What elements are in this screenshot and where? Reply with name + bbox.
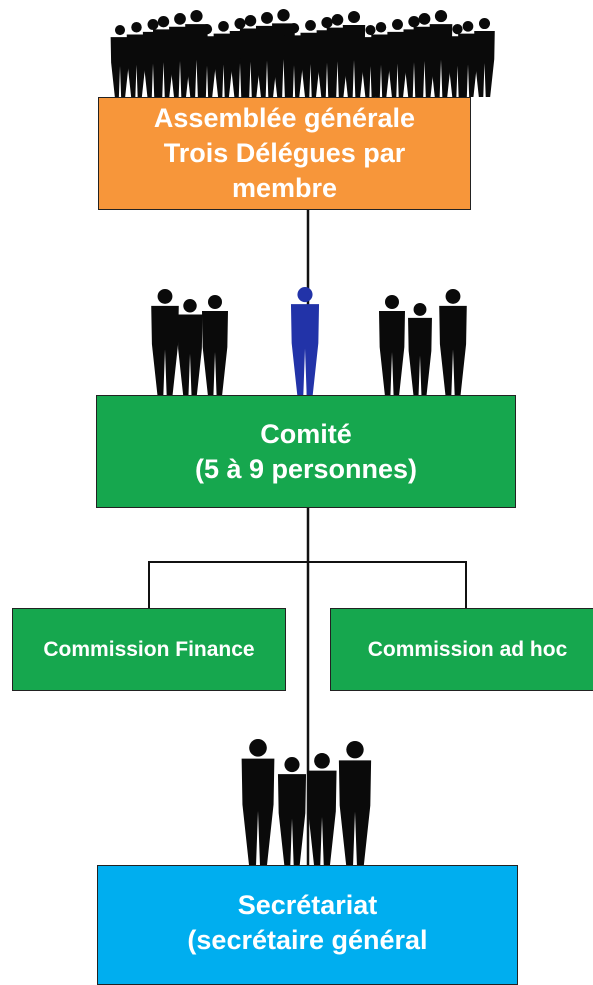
assembly-line3: membre: [231, 173, 338, 203]
commission-finance-label: Commission Finance: [43, 637, 255, 661]
committee-person: [151, 289, 179, 395]
crowd-person: [413, 12, 436, 97]
commission-finance-box: Commission Finance: [12, 608, 286, 691]
secretariat-person: [241, 739, 275, 865]
commission-adhoc-box: Commission ad hoc: [330, 608, 593, 691]
secretariat-person: [338, 741, 372, 865]
comite-line2: (5 à 9 personnes): [194, 453, 418, 484]
crowd-person: [284, 23, 304, 97]
crowd-person: [213, 21, 234, 97]
secretariat-person: [307, 753, 337, 865]
president-person: [290, 287, 320, 395]
crowd-person: [429, 10, 453, 97]
crowd-person: [152, 16, 175, 98]
comite-line1: Comité: [260, 418, 352, 449]
committee-person: [439, 289, 467, 395]
crowd-person: [387, 19, 408, 98]
crowd-person: [239, 15, 262, 98]
crowd-person: [197, 24, 217, 97]
crowd-person: [126, 22, 147, 97]
committee-person: [177, 299, 203, 395]
crowd-person: [342, 11, 366, 97]
crowd-person: [458, 21, 478, 97]
crowd-person: [110, 25, 130, 97]
assembly-line1: Assemblée générale: [153, 103, 416, 133]
committee-person: [408, 303, 432, 395]
committee-person: [379, 295, 405, 395]
secretariat-line2: (secrétaire général: [187, 925, 428, 955]
secretariat-line1: Secrétariat: [237, 890, 378, 920]
assembly-line2: Trois Délégues par: [163, 138, 406, 168]
assembly-general-box: Assemblée générale Trois Délégues par me…: [98, 97, 471, 210]
crowd-person: [326, 14, 349, 97]
secretariat-box: Secrétariat (secrétaire général: [97, 865, 518, 985]
committee-person: [202, 295, 228, 395]
crowd-person: [474, 18, 495, 98]
comite-box: Comité (5 à 9 personnes): [96, 395, 516, 508]
secretariat-person: [277, 757, 307, 865]
commission-adhoc-label: Commission ad hoc: [367, 637, 568, 661]
crowd-person: [371, 22, 391, 97]
connector-commissions: [148, 561, 467, 608]
crowd-person: [300, 20, 321, 97]
crowd-person: [169, 12, 191, 97]
